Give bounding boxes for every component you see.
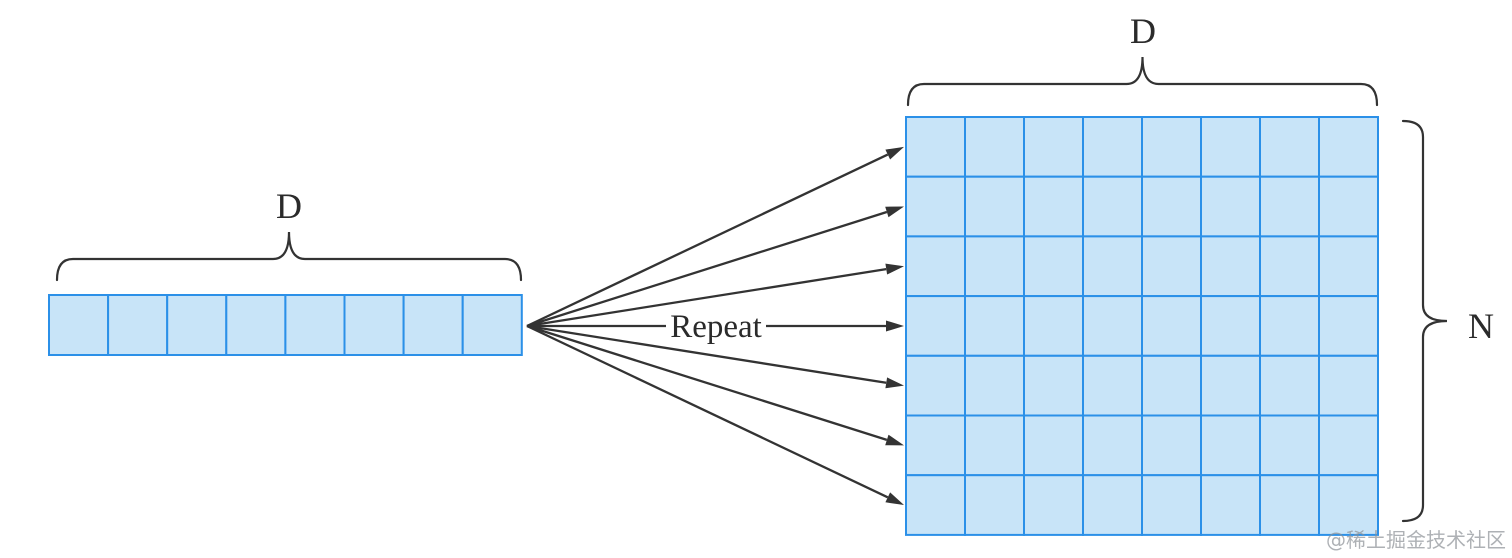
- repeat-arrow-line: [526, 210, 888, 328]
- matrix-cell: [905, 414, 966, 477]
- arrowhead-icon: [885, 263, 904, 275]
- matrix-cell: [1023, 116, 1084, 178]
- repeat-arrows: [526, 146, 904, 506]
- matrix-cell: [1318, 175, 1379, 238]
- matrix-cell: [1259, 414, 1320, 477]
- arrowhead-icon: [886, 320, 904, 332]
- matrix-cell: [1200, 116, 1261, 178]
- matrix-cell: [964, 295, 1025, 357]
- matrix-cell: [1259, 354, 1320, 417]
- matrix-cell: [1141, 175, 1202, 238]
- arrowhead-icon: [885, 206, 904, 218]
- vector-grid: [48, 294, 523, 356]
- arrowhead-icon: [885, 146, 904, 160]
- matrix-cell: [1318, 414, 1379, 477]
- vector-cell: [461, 294, 523, 356]
- matrix-cell: [1259, 474, 1320, 536]
- watermark-text: @稀土掘金技术社区: [1326, 528, 1506, 552]
- matrix-cell: [905, 295, 966, 357]
- matrix-cell: [1023, 414, 1084, 477]
- matrix-cell: [1200, 235, 1261, 298]
- matrix-cell: [1259, 295, 1320, 357]
- matrix-cell: [1318, 354, 1379, 417]
- matrix-cell: [1082, 235, 1143, 298]
- vector-cell: [225, 294, 287, 356]
- brace-matrix-n: [1401, 119, 1448, 523]
- matrix-cell: [905, 474, 966, 536]
- brace-vector-d: [55, 231, 523, 282]
- matrix-height-label: N: [1468, 306, 1494, 346]
- arrowhead-icon: [885, 434, 904, 446]
- repeat-label: Repeat: [670, 309, 762, 345]
- vector-cell: [48, 294, 110, 356]
- matrix-cell: [1259, 116, 1320, 178]
- matrix-cell: [1023, 474, 1084, 536]
- matrix-cell: [964, 175, 1025, 238]
- vector-cell: [284, 294, 346, 356]
- matrix-cell: [1141, 116, 1202, 178]
- arrowhead-icon: [885, 377, 904, 389]
- matrix-cell: [1200, 414, 1261, 477]
- matrix-cell: [1082, 116, 1143, 178]
- matrix-cell: [1023, 175, 1084, 238]
- matrix-cell: [1082, 295, 1143, 357]
- matrix-cell: [1082, 474, 1143, 536]
- matrix-width-label: D: [1130, 11, 1156, 51]
- vector-cell: [107, 294, 169, 356]
- matrix-cell: [1082, 354, 1143, 417]
- repeat-arrow-line: [526, 267, 887, 328]
- matrix-cell: [905, 175, 966, 238]
- matrix-cell: [1082, 175, 1143, 238]
- repeat-arrow-line: [526, 153, 889, 328]
- matrix-grid: [905, 116, 1379, 536]
- vector-cell: [402, 294, 464, 356]
- matrix-cell: [1200, 474, 1261, 536]
- repeat-arrow-line: [526, 324, 888, 441]
- matrix-cell: [964, 235, 1025, 298]
- repeat-arrow-line: [526, 324, 887, 384]
- matrix-cell: [1200, 354, 1261, 417]
- repeat-label-background: [666, 307, 766, 345]
- matrix-cell: [1318, 235, 1379, 298]
- matrix-cell: [964, 354, 1025, 417]
- matrix-cell: [1259, 175, 1320, 238]
- matrix-cell: [1023, 235, 1084, 298]
- matrix-cell: [1200, 295, 1261, 357]
- matrix-cell: [964, 116, 1025, 178]
- matrix-cell: [1318, 474, 1379, 536]
- vector-dim-label: D: [276, 186, 302, 226]
- matrix-cell: [1023, 354, 1084, 417]
- brace-matrix-d: [906, 56, 1379, 107]
- matrix-cell: [1082, 414, 1143, 477]
- matrix-cell: [1141, 295, 1202, 357]
- matrix-cell: [1318, 116, 1379, 178]
- matrix-cell: [1318, 295, 1379, 357]
- matrix-cell: [964, 474, 1025, 536]
- matrix-cell: [1200, 175, 1261, 238]
- matrix-cell: [905, 235, 966, 298]
- matrix-cell: [964, 414, 1025, 477]
- vector-cell: [166, 294, 228, 356]
- matrix-cell: [1141, 414, 1202, 477]
- matrix-cell: [905, 354, 966, 417]
- matrix-cell: [905, 116, 966, 178]
- matrix-cell: [1141, 235, 1202, 298]
- matrix-cell: [1259, 235, 1320, 298]
- matrix-cell: [1141, 354, 1202, 417]
- repeat-arrow-line: [526, 324, 889, 499]
- arrowhead-icon: [885, 492, 904, 506]
- matrix-cell: [1023, 295, 1084, 357]
- matrix-cell: [1141, 474, 1202, 536]
- vector-cell: [343, 294, 405, 356]
